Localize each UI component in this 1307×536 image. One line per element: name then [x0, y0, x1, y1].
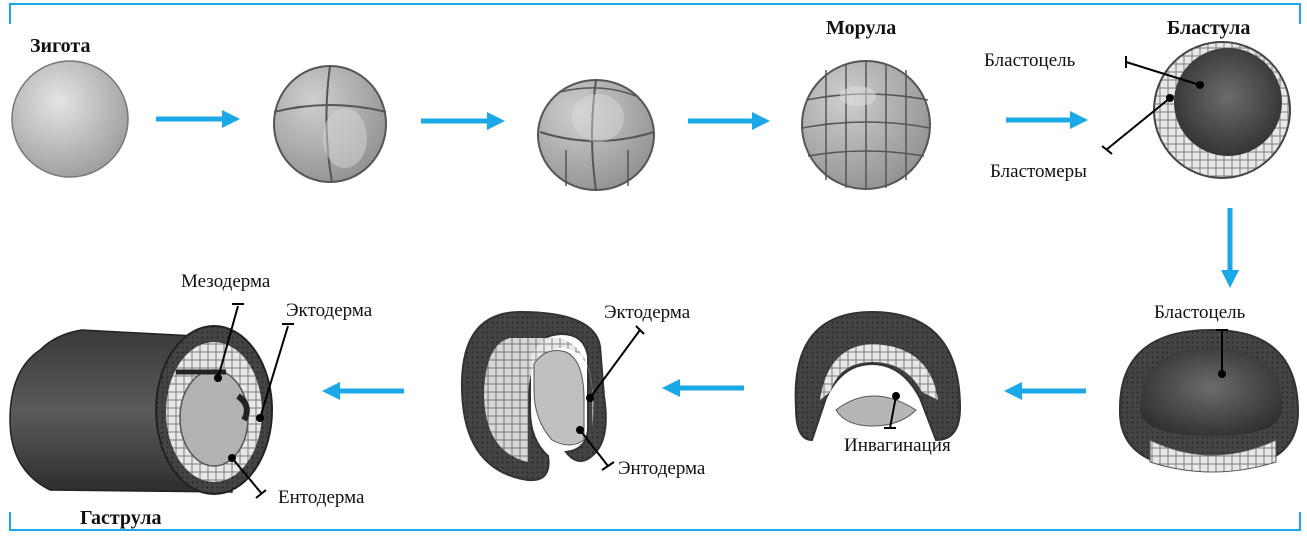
arrow-8cell-to-morula — [688, 112, 770, 130]
stage-label-zygote: Зигота — [30, 35, 90, 57]
arrow-invagination-to-early-gastrula — [662, 379, 744, 397]
early-gastrula-embryo — [462, 312, 606, 480]
label-mesoderm: Мезодерма — [181, 271, 271, 292]
arrow-morula-to-blastula — [1006, 111, 1088, 129]
label-blastomeres: Бластомеры — [990, 161, 1087, 182]
label-blastocoel-top: Бластоцель — [984, 50, 1076, 71]
late-blastula-embryo — [1120, 330, 1298, 472]
arrow-down-blastula — [1221, 208, 1239, 288]
arrow-blastula-to-invagination — [1004, 382, 1086, 400]
eight-cell-embryo — [538, 80, 654, 190]
four-cell-embryo — [274, 66, 386, 182]
arrow-4cell-to-8cell — [421, 112, 505, 130]
stage-label-blastula: Бластула — [1167, 17, 1250, 39]
label-endoderm-mid: Энтодерма — [618, 458, 706, 479]
stage-label-gastrula: Гаструла — [80, 507, 162, 529]
label-entoderm-gastrula: Ентодерма — [278, 487, 365, 508]
gastrula-embryo — [10, 326, 272, 494]
blastula-embryo — [1150, 42, 1290, 184]
zygote-cell — [12, 61, 128, 177]
arrow-early-gastrula-to-gastrula — [322, 382, 404, 400]
label-ectoderm-mid: Эктодерма — [604, 302, 691, 323]
morula-embryo — [802, 61, 930, 190]
label-blastocoel-right: Бластоцель — [1154, 302, 1246, 323]
label-ectoderm-gastrula: Эктодерма — [286, 300, 373, 321]
arrow-zygote-to-4cell — [156, 110, 240, 128]
label-invagination: Инвагинация — [844, 435, 951, 456]
invagination-embryo — [796, 312, 960, 440]
stage-label-morula: Морула — [826, 17, 896, 39]
